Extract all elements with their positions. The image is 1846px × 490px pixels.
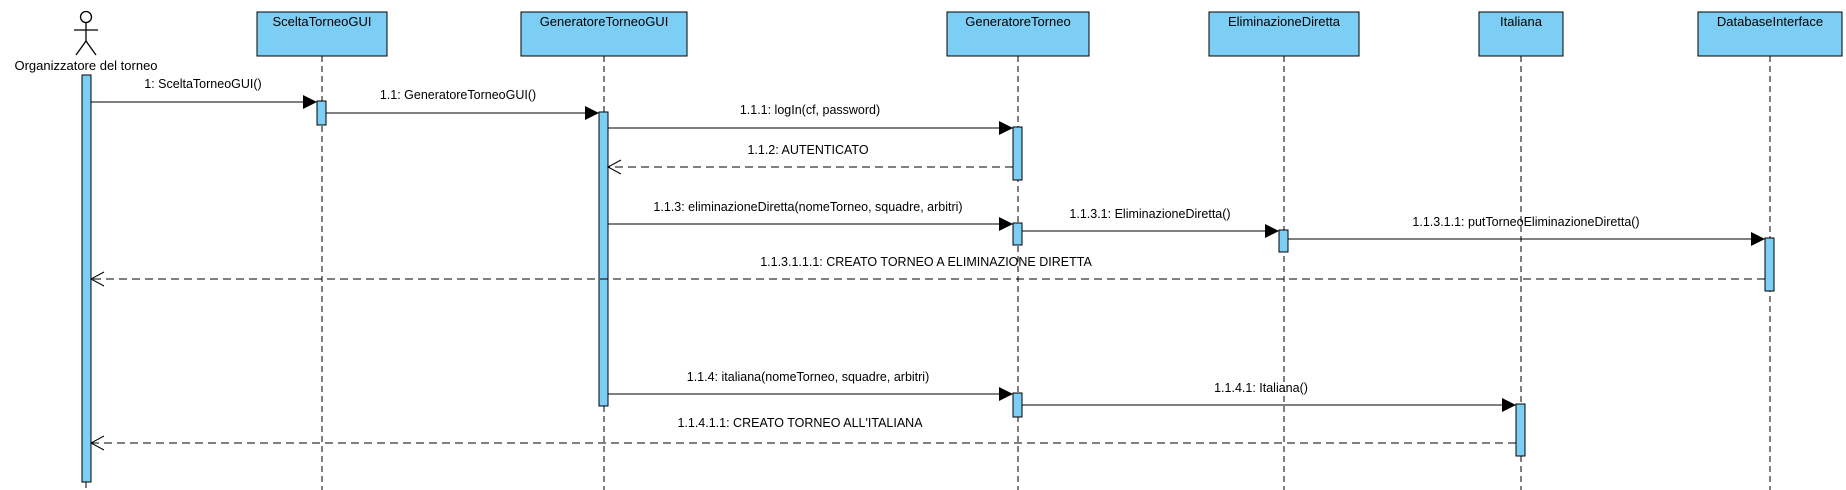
message-label: 1.1.4.1.1: CREATO TORNEO ALL'ITALIANA — [677, 416, 923, 430]
activation-bar-sceltatorneogui — [316, 100, 327, 126]
open-arrowhead-icon — [89, 435, 105, 451]
stick-figure-icon — [74, 10, 98, 56]
message-return: 1.1.4.1.1: CREATO TORNEO ALL'ITALIANA — [89, 416, 1516, 451]
message-label: 1.1.3.1.1: putTorneoEliminazioneDiretta(… — [1412, 215, 1639, 229]
message-sync: 1.1.3.1.1: putTorneoEliminazioneDiretta(… — [1288, 215, 1765, 246]
participant-label: GeneratoreTorneo — [965, 14, 1071, 29]
actor-label: Organizzatore del torneo — [14, 58, 157, 73]
participant-eliminazionediretta: EliminazioneDiretta — [1208, 11, 1360, 57]
message-sync: 1: SceltaTorneoGUI() — [91, 77, 317, 109]
message-sync: 1.1.3: eliminazioneDiretta(nomeTorneo, s… — [608, 200, 1013, 231]
message-sync: 1.1.1: logIn(cf, password) — [608, 103, 1013, 135]
message-label: 1.1: GeneratoreTorneoGUI() — [380, 88, 536, 102]
message-label: 1.1.4.1: Italiana() — [1214, 381, 1308, 395]
filled-arrowhead-icon — [999, 121, 1013, 135]
open-arrowhead-icon — [606, 159, 622, 175]
message-sync: 1.1.4: italiana(nomeTorneo, squadre, arb… — [608, 370, 1013, 401]
participant-generatoretorneogui: GeneratoreTorneoGUI — [520, 11, 688, 57]
participant-label: EliminazioneDiretta — [1228, 14, 1341, 29]
participant-italiana: Italiana — [1478, 11, 1564, 57]
message-label: 1.1.1: logIn(cf, password) — [740, 103, 880, 117]
activation-bar-generatoretorneo — [1012, 126, 1023, 181]
open-arrowhead-icon — [89, 271, 105, 287]
activation-bar-eliminazionediretta — [1278, 229, 1289, 253]
message-sync: 1.1: GeneratoreTorneoGUI() — [326, 88, 599, 120]
message-label: 1.1.3.1.1.1: CREATO TORNEO A ELIMINAZION… — [760, 255, 1092, 269]
message-label: 1.1.2: AUTENTICATO — [747, 143, 868, 157]
activation-bar-databaseinterface — [1764, 237, 1775, 292]
participant-label: SceltaTorneoGUI — [273, 14, 372, 29]
message-label: 1.1.3.1: EliminazioneDiretta() — [1069, 207, 1230, 221]
message-sync: 1.1.4.1: Italiana() — [1022, 381, 1516, 412]
filled-arrowhead-icon — [1265, 224, 1279, 238]
activation-bar-generatoretorneo — [1012, 222, 1023, 246]
filled-arrowhead-icon — [999, 387, 1013, 401]
participant-label: GeneratoreTorneoGUI — [540, 14, 669, 29]
filled-arrowhead-icon — [999, 217, 1013, 231]
message-sync: 1.1.3.1: EliminazioneDiretta() — [1022, 207, 1279, 238]
filled-arrowhead-icon — [585, 106, 599, 120]
filled-arrowhead-icon — [1502, 398, 1516, 412]
filled-arrowhead-icon — [1751, 232, 1765, 246]
message-label: 1.1.4: italiana(nomeTorneo, squadre, arb… — [687, 370, 930, 384]
actor: Organizzatore del torneo — [14, 10, 158, 73]
activation-bar-generatoretorneogui — [598, 111, 609, 407]
participant-boxes: SceltaTorneoGUI GeneratoreTorneoGUI Gene… — [256, 11, 1843, 57]
message-label: 1: SceltaTorneoGUI() — [144, 77, 261, 91]
messages: 1: SceltaTorneoGUI() 1.1: GeneratoreTorn… — [89, 77, 1765, 451]
participant-databaseinterface: DatabaseInterface — [1697, 11, 1843, 57]
activation-bar-italiana — [1515, 403, 1526, 457]
message-return: 1.1.3.1.1.1: CREATO TORNEO A ELIMINAZION… — [89, 255, 1765, 287]
participant-label: Italiana — [1500, 14, 1543, 29]
activation-bar-organizzatore — [81, 74, 92, 483]
message-label: 1.1.3: eliminazioneDiretta(nomeTorneo, s… — [653, 200, 962, 214]
activation-bar-generatoretorneo — [1012, 392, 1023, 418]
participant-sceltatorneogui: SceltaTorneoGUI — [256, 11, 388, 57]
filled-arrowhead-icon — [303, 95, 317, 109]
participant-generatoretorneo: GeneratoreTorneo — [946, 11, 1090, 57]
participant-label: DatabaseInterface — [1717, 14, 1823, 29]
message-return: 1.1.2: AUTENTICATO — [606, 143, 1013, 175]
